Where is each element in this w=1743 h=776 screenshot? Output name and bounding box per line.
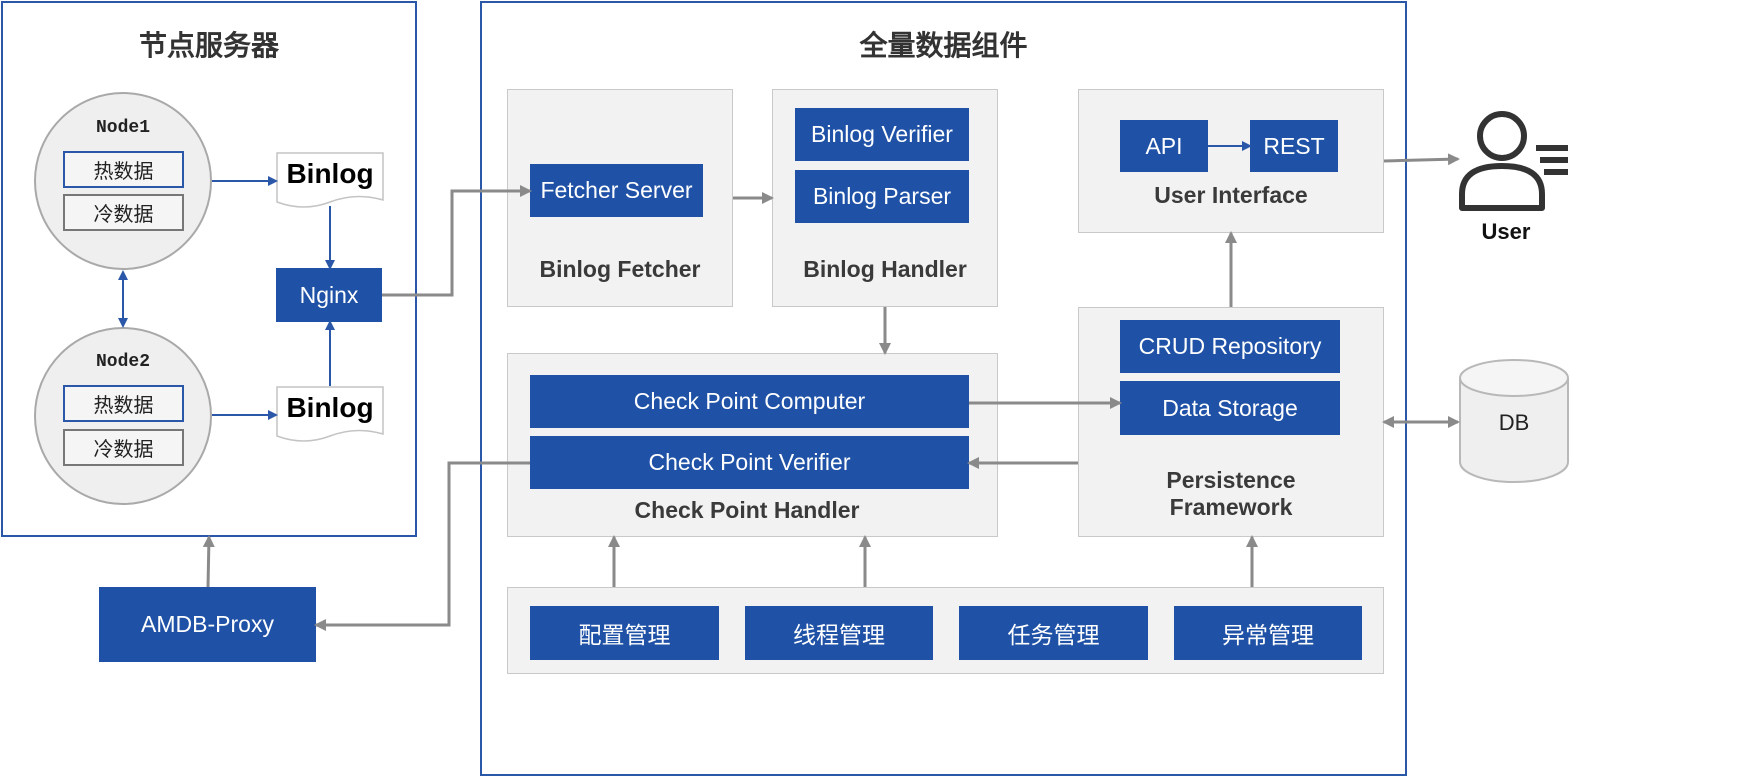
user-icon (1459, 111, 1568, 211)
nginx-box: Nginx (276, 268, 382, 322)
node1-name: Node1 (95, 118, 150, 138)
node-server-title: 节点服务器 (138, 30, 279, 61)
binlog-handler-label: Binlog Handler (803, 256, 967, 282)
checkpoint-handler-label: Check Point Handler (634, 497, 860, 523)
database-icon (1459, 359, 1569, 483)
binlog-verifier-box: Binlog Verifier (795, 108, 969, 161)
user-interface-label: User Interface (1154, 182, 1308, 208)
binlog-top-document-icon (276, 152, 384, 208)
crud-repository-box: CRUD Repository (1120, 320, 1340, 373)
binlog-bottom-document-icon (276, 386, 384, 442)
persistence-label-line1: Persistence (1166, 467, 1296, 493)
component-title: 全量数据组件 (859, 30, 1028, 61)
api-box: API (1120, 120, 1208, 172)
rest-box: REST (1250, 120, 1338, 172)
checkpoint-computer-box: Check Point Computer (530, 375, 969, 428)
config-management-box: 配置管理 (530, 606, 719, 660)
db-label: DB (1498, 410, 1530, 435)
node2-name: Node2 (95, 352, 150, 372)
binlog-fetcher-label: Binlog Fetcher (539, 256, 701, 282)
persistence-label-line2: Framework (1169, 494, 1293, 520)
node2-cold-data: 冷数据 (63, 429, 184, 466)
amdb-proxy-box: AMDB-Proxy (99, 587, 316, 662)
data-storage-box: Data Storage (1120, 381, 1340, 435)
exception-management-box: 异常管理 (1174, 606, 1362, 660)
thread-management-box: 线程管理 (745, 606, 933, 660)
binlog-parser-box: Binlog Parser (795, 170, 969, 223)
node1-hot-data: 热数据 (63, 151, 184, 188)
node1-cold-data: 冷数据 (63, 194, 184, 231)
task-management-box: 任务管理 (959, 606, 1148, 660)
node2-hot-data: 热数据 (63, 385, 184, 422)
binlog-bottom-label: Binlog (286, 392, 374, 423)
fetcher-server-box: Fetcher Server (530, 164, 703, 217)
user-label: User (1481, 219, 1531, 244)
checkpoint-verifier-box: Check Point Verifier (530, 436, 969, 489)
binlog-top-label: Binlog (286, 158, 374, 189)
